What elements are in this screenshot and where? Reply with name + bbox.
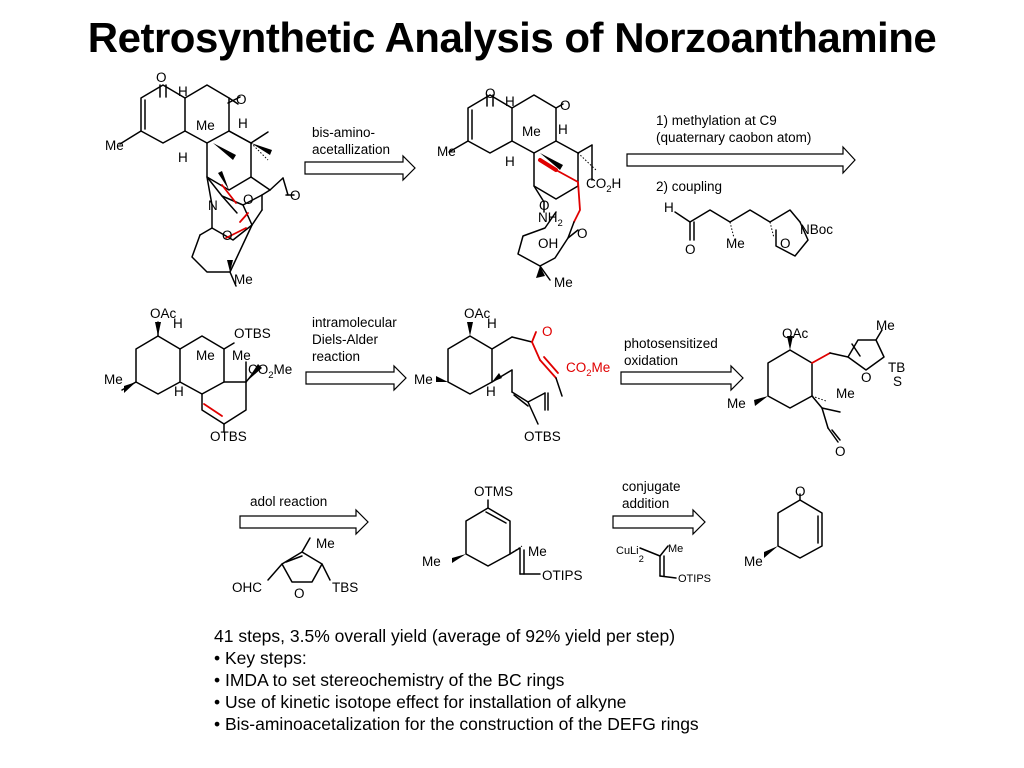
svg-text:O: O: [539, 198, 550, 213]
svg-text:Me: Me: [196, 348, 215, 363]
svg-text:Me: Me: [744, 554, 763, 569]
svg-text:Me: Me: [196, 118, 215, 133]
svg-text:Me: Me: [234, 272, 253, 287]
structure-tms-enol-ether: [452, 499, 541, 575]
svg-text:TBS: TBS: [332, 580, 358, 595]
svg-text:H: H: [173, 316, 183, 331]
svg-text:Me: Me: [316, 536, 335, 551]
svg-text:Me: Me: [105, 138, 124, 153]
svg-text:H: H: [505, 94, 515, 109]
svg-text:TB: TB: [888, 360, 905, 375]
summary-line: • Bis-aminoacetalization for the constru…: [214, 714, 699, 734]
svg-text:O: O: [560, 98, 571, 113]
svg-text:Me: Me: [836, 386, 855, 401]
svg-text:O: O: [577, 226, 588, 241]
svg-text:Me: Me: [726, 236, 745, 251]
svg-text:OTBS: OTBS: [210, 429, 247, 444]
svg-text:O: O: [835, 444, 846, 459]
slide-title: Retrosynthetic Analysis of Norzoanthamin…: [87, 14, 937, 61]
svg-text:O: O: [222, 228, 233, 243]
svg-text:O: O: [685, 242, 696, 257]
svg-text:Me: Me: [528, 544, 547, 559]
svg-text:H: H: [486, 384, 496, 399]
structure-aminoketone: [448, 94, 597, 281]
svg-text:OTIPS: OTIPS: [678, 573, 711, 585]
svg-text:Me: Me: [414, 372, 433, 387]
structure-cuprate: [639, 545, 677, 579]
svg-text:OTBS: OTBS: [524, 429, 561, 444]
svg-text:O: O: [156, 70, 167, 85]
svg-text:OAc: OAc: [782, 326, 809, 341]
svg-text:OTIPS: OTIPS: [542, 568, 583, 583]
structure-methylcyclohexenone: [764, 493, 823, 559]
svg-text:O: O: [542, 324, 553, 339]
structure-norzoanthamine: [119, 84, 295, 287]
svg-text:OHC: OHC: [232, 580, 262, 595]
svg-text:O: O: [294, 586, 305, 601]
svg-text:H: H: [238, 116, 248, 131]
svg-text:CO2Me: CO2Me: [566, 360, 610, 379]
arrow-1: [304, 154, 416, 182]
svg-text:NH2: NH2: [538, 210, 563, 229]
structure-imda-precursor: [436, 322, 563, 425]
step-label-bis-aminoacetalization: bis-amino-acetallization: [312, 125, 391, 157]
summary-line: • IMDA to set stereochemistry of the BC …: [214, 670, 565, 690]
svg-text:O: O: [795, 484, 806, 499]
svg-text:O: O: [236, 92, 247, 107]
svg-text:CO2Me: CO2Me: [248, 362, 292, 381]
structure-furan-intermediate: [754, 329, 885, 443]
structure-imda-product: [121, 321, 262, 433]
svg-text:NBoc: NBoc: [800, 222, 833, 237]
arrow-6: [612, 508, 706, 536]
svg-text:Me: Me: [668, 543, 683, 555]
svg-text:Me: Me: [522, 124, 541, 139]
svg-text:O: O: [861, 370, 872, 385]
svg-text:OTMS: OTMS: [474, 484, 513, 499]
svg-text:H: H: [178, 150, 188, 165]
structure-furaldehyde: [267, 537, 331, 583]
svg-text:O: O: [485, 86, 496, 101]
svg-text:O: O: [780, 236, 791, 251]
arrow-3: [305, 364, 407, 392]
svg-text:Me: Me: [876, 318, 895, 333]
svg-text:OTBS: OTBS: [234, 326, 271, 341]
arrow-4: [620, 364, 744, 392]
svg-text:S: S: [893, 374, 902, 389]
summary-line: • Key steps:: [214, 648, 307, 668]
summary-line: 41 steps, 3.5% overall yield (average of…: [214, 626, 676, 646]
svg-text:OH: OH: [538, 236, 558, 251]
svg-text:H: H: [664, 200, 674, 215]
arrow-5: [239, 508, 369, 536]
svg-text:Me: Me: [727, 396, 746, 411]
svg-text:H: H: [505, 154, 515, 169]
svg-text:Me: Me: [437, 144, 456, 159]
summary-line: • Use of kinetic isotope effect for inst…: [214, 692, 627, 712]
svg-text:CuLi2: CuLi2: [616, 545, 644, 565]
step-label-aldol: adol reaction: [250, 494, 328, 509]
svg-text:O: O: [290, 188, 301, 203]
svg-text:H: H: [174, 384, 184, 399]
svg-text:Me: Me: [554, 275, 573, 290]
arrow-2: [626, 145, 856, 175]
svg-text:Me: Me: [232, 348, 251, 363]
svg-text:OAc: OAc: [464, 306, 491, 321]
step-label-coupling: 2) coupling: [656, 179, 723, 194]
svg-text:Me: Me: [422, 554, 441, 569]
svg-text:H: H: [558, 122, 568, 137]
svg-text:OAc: OAc: [150, 306, 177, 321]
structure-aldehyde-fragment: [674, 209, 809, 257]
atom-labels: O H O Me H Me H N O O O Me O H O Me H Me…: [104, 70, 905, 601]
svg-text:O: O: [243, 192, 254, 207]
svg-text:N: N: [208, 198, 218, 213]
svg-text:CO2H: CO2H: [586, 176, 621, 195]
svg-text:H: H: [487, 316, 497, 331]
svg-text:Me: Me: [104, 372, 123, 387]
step-label-methylation: 1) methylation at C9(quaternary caobon a…: [656, 113, 812, 145]
svg-text:H: H: [178, 84, 188, 99]
